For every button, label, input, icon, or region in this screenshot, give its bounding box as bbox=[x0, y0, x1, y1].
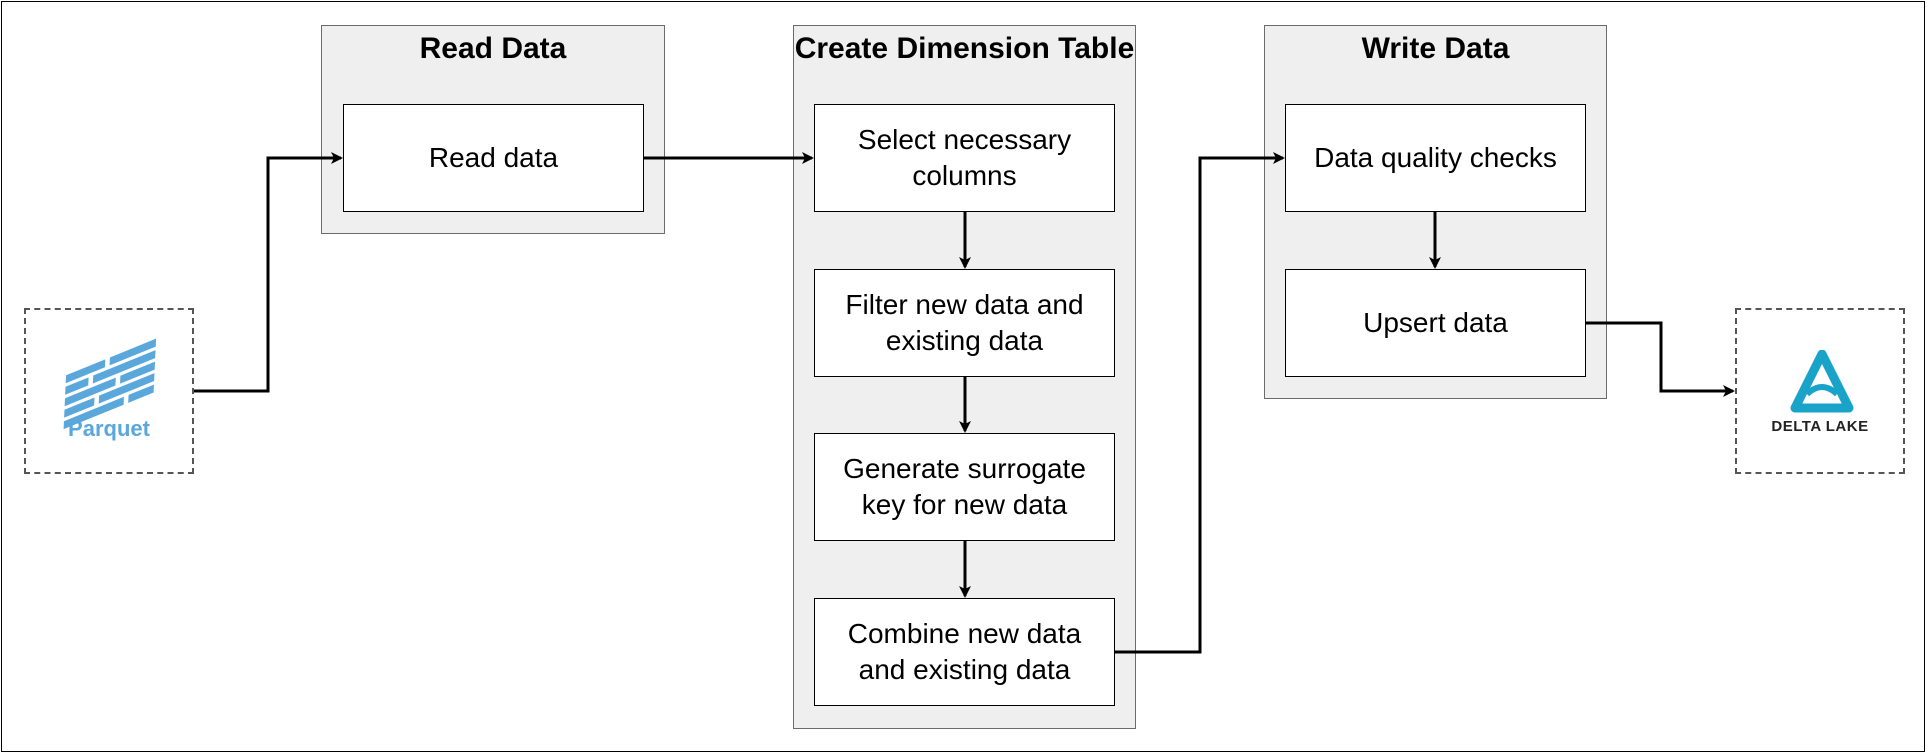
read-data-group-title: Read Data bbox=[419, 32, 567, 65]
write-data-group-title: Write Data bbox=[1361, 32, 1510, 65]
select-columns-node: Select necessary columns bbox=[814, 104, 1115, 212]
delta-lake-sink: DELTA LAKE bbox=[1735, 308, 1905, 474]
edge-parquet-to-read bbox=[194, 152, 343, 393]
edge-upsert-to-delta bbox=[1586, 321, 1735, 397]
upsert-data-node: Upsert data bbox=[1285, 269, 1586, 377]
edge-combine-to-quality bbox=[1115, 152, 1285, 654]
delta-lake-label: DELTA LAKE bbox=[1771, 418, 1869, 435]
delta-lake-logo-icon bbox=[1790, 350, 1854, 413]
parquet-logo-icon bbox=[63, 338, 157, 430]
quality-checks-node: Data quality checks bbox=[1285, 104, 1586, 212]
surrogate-key-node: Generate surrogate key for new data bbox=[814, 433, 1115, 541]
create-dimension-table-group-title: Create Dimension Table bbox=[794, 32, 1135, 65]
parquet-label: Parquet bbox=[68, 416, 150, 441]
parquet-source: Parquet bbox=[24, 308, 194, 474]
filter-data-node: Filter new data and existing data bbox=[814, 269, 1115, 377]
read-data-node: Read data bbox=[343, 104, 644, 212]
combine-data-node: Combine new data and existing data bbox=[814, 598, 1115, 706]
